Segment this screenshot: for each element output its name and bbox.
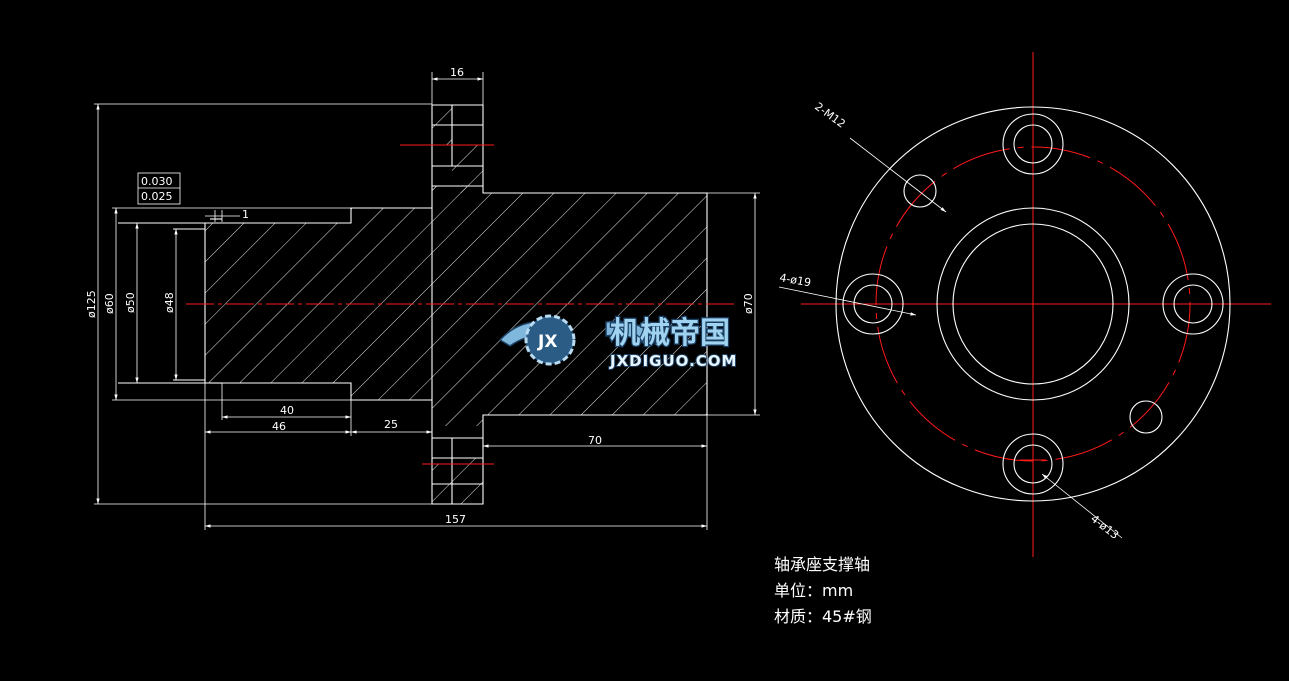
note-material: 材质：45#钢 — [774, 607, 872, 626]
dim-dia-48: ø48 — [163, 292, 176, 313]
label-through-holes: 4-ø13 — [1088, 512, 1121, 542]
label-threaded-holes: 2-M12 — [812, 100, 848, 131]
watermark-logo: JX 机械帝国 JXDIGUO.COM — [498, 314, 737, 371]
outer-flange-circle — [835, 106, 1231, 502]
end-view: 2-M12 4-ø19 4-ø13 — [778, 52, 1271, 557]
dim-flange-thickness: 16 — [450, 66, 464, 79]
bore-circle — [952, 223, 1114, 385]
dim-len-25: 25 — [384, 418, 398, 431]
watermark-cn: 机械帝国 — [610, 316, 730, 351]
end-view-outline — [835, 106, 1231, 502]
dim-len-46: 46 — [272, 420, 286, 433]
drawing-notes: 轴承座支撑轴 单位：mm 材质：45#钢 — [774, 555, 872, 626]
tolerance-lower: 0.025 — [141, 190, 173, 203]
watermark-en: JXDIGUO.COM — [609, 352, 737, 370]
dim-len-70: 70 — [588, 434, 602, 447]
dim-len-157: 157 — [445, 513, 466, 526]
label-counterbore: 4-ø19 — [778, 271, 811, 289]
dim-groove: 1 — [242, 208, 249, 221]
extension-lines — [94, 72, 760, 530]
dimension-lines — [96, 77, 757, 528]
end-view-leaders — [778, 137, 1123, 539]
tolerance-upper: 0.030 — [141, 175, 173, 188]
tolerance-box: 0.030 0.025 — [137, 172, 181, 205]
section-centerlines — [186, 144, 735, 465]
dim-dia-70: ø70 — [742, 293, 755, 314]
note-unit: 单位：mm — [774, 581, 853, 600]
boss-outer-circle — [936, 207, 1130, 401]
section-view: 0.030 0.025 16 ø125 ø60 ø50 ø48 ø70 1 40… — [85, 66, 760, 530]
dim-dia-50: ø50 — [124, 292, 137, 313]
dim-len-40: 40 — [280, 404, 294, 417]
note-title: 轴承座支撑轴 — [774, 555, 870, 574]
dim-dia-125: ø125 — [85, 290, 98, 318]
end-view-centerlines — [801, 52, 1271, 557]
gear-icon — [524, 314, 576, 366]
dim-dia-60: ø60 — [103, 293, 116, 314]
watermark-badge: JX — [537, 332, 557, 352]
